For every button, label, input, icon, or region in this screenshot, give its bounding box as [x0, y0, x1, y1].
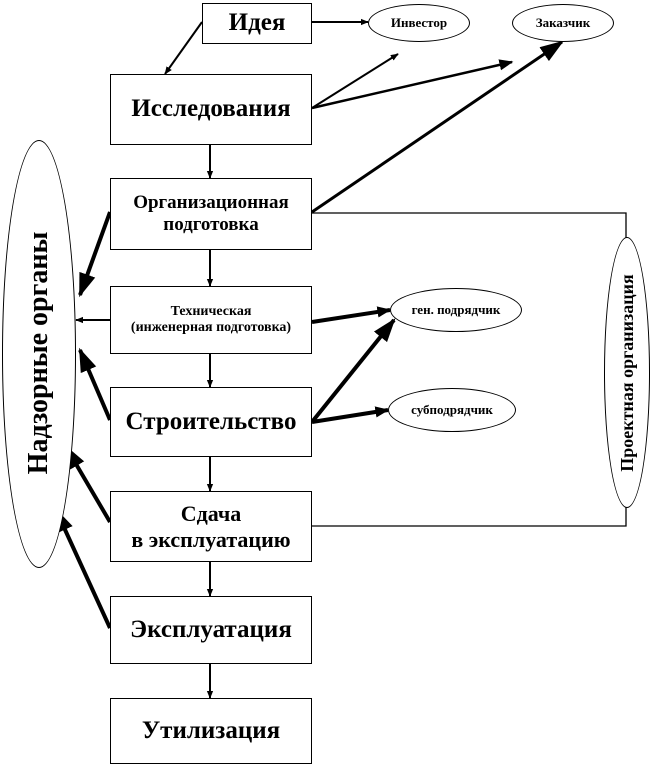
stage-construction: Строительство — [110, 387, 312, 457]
stage-idea: Идея — [202, 3, 312, 44]
participant-subcontractor: субподрядчик — [388, 388, 516, 432]
participant-customer: Заказчик — [512, 4, 614, 42]
participant-general-contractor-label: ген. подрядчик — [411, 301, 501, 317]
arrow-idea-to-research — [164, 21, 203, 75]
participant-investor-label: Инвестор — [390, 14, 448, 30]
participant-design-organization-label: Проектная организация — [617, 274, 637, 472]
stage-org-prep: Организационная подготовка — [110, 178, 312, 250]
stage-handover-line2: в эксплуатацию — [131, 526, 291, 552]
stage-handover: Сдача в эксплуатацию — [110, 491, 312, 562]
participant-investor: Инвестор — [368, 4, 470, 42]
stage-operation: Эксплуатация — [110, 596, 312, 664]
arrow-research-to-customer — [311, 59, 514, 110]
stage-disposal-label: Утилизация — [141, 716, 281, 744]
participant-supervisory-bodies — [2, 140, 76, 568]
stage-org-prep-line2: подготовка — [163, 214, 259, 235]
arrow-operation-to-supervisory — [54, 507, 112, 629]
arrow-research-to-investor — [311, 53, 399, 109]
arrow-construction-to-gen-contractor — [310, 318, 396, 424]
participant-customer-label: Заказчик — [535, 14, 591, 30]
stage-org-prep-line1: Организационная — [133, 192, 289, 214]
arrow-org-to-supervisory — [78, 211, 112, 298]
participant-supervisory-bodies-label: Надзорные органы — [23, 231, 54, 475]
stage-tech-prep: Техническая (инженерная подготовка) — [110, 286, 312, 354]
arrow-tech-to-gen-contractor — [311, 306, 392, 324]
stage-tech-prep-line1: Техническая — [170, 303, 252, 319]
stage-construction-label: Строительство — [125, 407, 297, 435]
arrow-construction-to-supervisory — [78, 347, 112, 421]
stage-operation-label: Эксплуатация — [130, 615, 292, 643]
stage-research: Исследования — [110, 74, 312, 145]
stage-research-label: Исследования — [131, 95, 291, 123]
arrow-construction-to-subcontractor — [311, 406, 390, 424]
participant-subcontractor-label: субподрядчик — [411, 401, 493, 417]
participant-design-organization — [604, 237, 650, 508]
participant-general-contractor: ген. подрядчик — [390, 288, 522, 332]
arrow-org-to-customer — [311, 40, 564, 214]
stage-idea-label: Идея — [228, 9, 286, 37]
design-org-connector — [312, 212, 627, 527]
arrow-handover-to-supervisory — [64, 444, 112, 524]
stage-disposal: Утилизация — [110, 698, 312, 764]
stage-handover-line1: Сдача — [180, 501, 242, 527]
stage-tech-prep-line2: (инженерная подготовка) — [130, 320, 292, 335]
